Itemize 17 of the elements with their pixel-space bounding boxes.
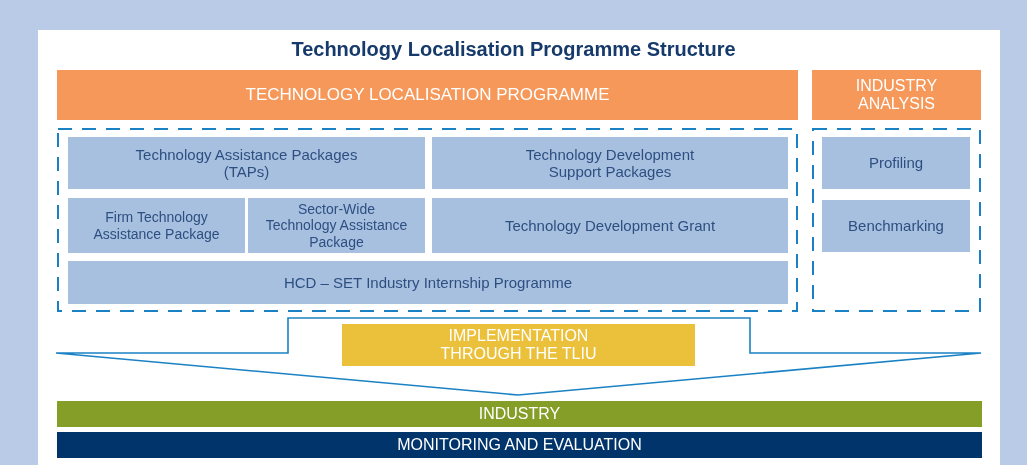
diagram-title: Technology Localisation Programme Structure	[291, 38, 736, 61]
package-box: Sector-Wide Technology Assistance Package	[248, 198, 425, 253]
package-box: HCD – SET Industry Internship Programme	[68, 261, 788, 304]
dashed-group-frame	[57, 128, 798, 312]
industry-bar: INDUSTRY	[57, 401, 982, 427]
analysis-box: Benchmarking	[822, 200, 970, 252]
implementation-box: IMPLEMENTATION THROUGH THE TLIU	[342, 324, 695, 366]
package-box: Firm Technology Assistance Package	[68, 198, 245, 253]
banner: INDUSTRY ANALYSIS	[812, 70, 981, 120]
dashed-group-frame	[812, 128, 981, 312]
package-box: Technology Assistance Packages (TAPs)	[68, 137, 425, 189]
monitoring-bar: MONITORING AND EVALUATION	[57, 432, 982, 458]
package-box: Technology Development Support Packages	[432, 137, 788, 189]
package-box: Technology Development Grant	[432, 198, 788, 253]
analysis-box: Profiling	[822, 137, 970, 189]
banner: TECHNOLOGY LOCALISATION PROGRAMME	[57, 70, 798, 120]
down-arrow-outline	[55, 316, 983, 397]
